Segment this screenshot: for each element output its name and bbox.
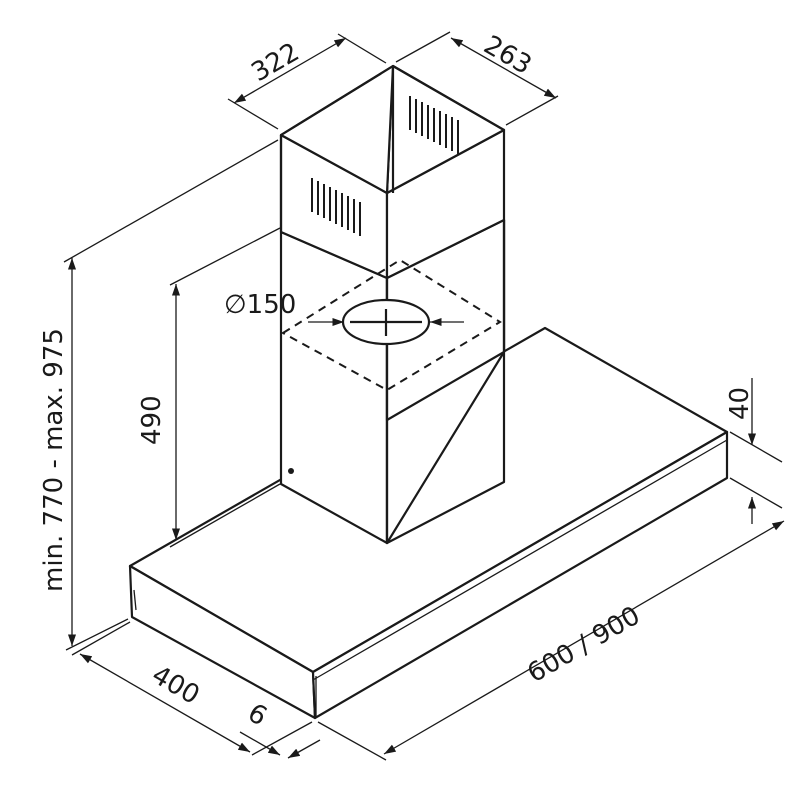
front-edge-label: 6: [243, 698, 272, 732]
canopy-depth-label: 400: [147, 660, 205, 711]
canopy-width-label: 600 / 900: [523, 601, 646, 689]
canopy-thickness-label: 40: [725, 387, 755, 420]
lower-chimney-height-label: 490: [137, 395, 167, 445]
duct-outline: [281, 258, 502, 392]
hood-button-dot: [288, 468, 294, 474]
vent-grille-right: [409, 96, 459, 154]
duct-diameter-label: ∅150: [224, 290, 296, 320]
vent-grille-left: [311, 178, 361, 236]
dimension-lines: [63, 31, 785, 761]
total-height-label: min. 770 - max. 975: [39, 328, 69, 592]
chimney-depth-label: 322: [247, 37, 305, 88]
chimney-width-label: 263: [479, 30, 537, 81]
